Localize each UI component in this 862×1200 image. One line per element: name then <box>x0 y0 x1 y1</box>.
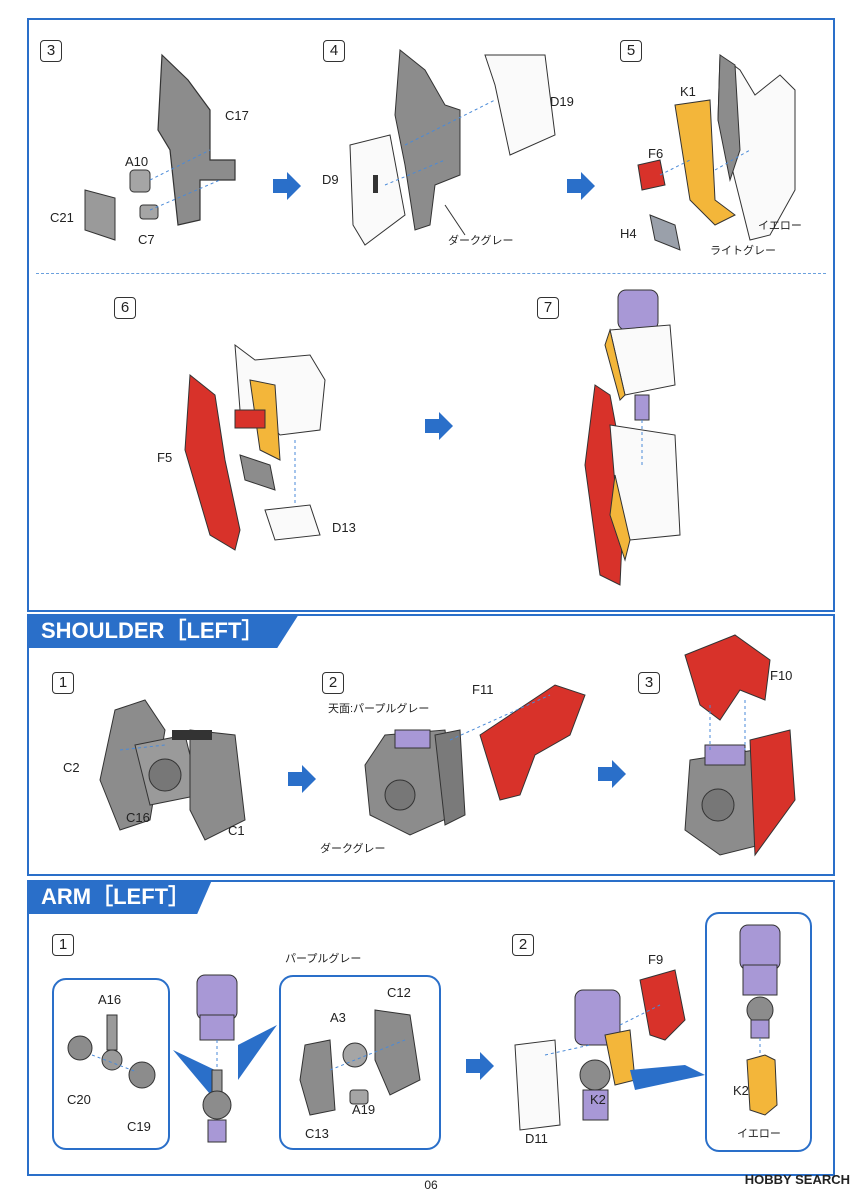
label-a19: A19 <box>352 1102 376 1117</box>
label-f9: F9 <box>648 952 664 967</box>
arm-inset-left-illustration <box>67 1014 156 1089</box>
label-yellow-5: イエロー <box>758 220 802 232</box>
step-7-illustration <box>584 289 681 586</box>
shoulder-step-2-illustration <box>364 684 586 836</box>
watermark-logo: HOBBY SEARCH <box>744 1172 850 1187</box>
label-c20: C20 <box>67 1092 91 1107</box>
step-3-number: 3 <box>40 40 62 62</box>
shoulder-step-3-illustration <box>684 634 796 857</box>
shoulder-arrow-2-to-3 <box>598 760 626 788</box>
step-3-illustration <box>84 53 236 241</box>
label-c2: C2 <box>63 760 80 775</box>
label-c19: C19 <box>127 1119 151 1134</box>
step-7-number: 7 <box>537 297 559 319</box>
label-dark-gray-shoulder: ダークグレー <box>320 843 386 855</box>
shoulder-step-3-number: 3 <box>638 672 660 694</box>
label-c17: C17 <box>225 108 249 123</box>
label-dark-gray-4: ダークグレー <box>448 235 514 247</box>
step-4-number: 4 <box>323 40 345 62</box>
label-f5: F5 <box>157 450 173 465</box>
step-divider <box>36 273 826 274</box>
arm-step-2-illustration <box>514 969 705 1131</box>
label-k2-main: K2 <box>590 1092 606 1107</box>
arm-step-2-inset-illustration <box>739 924 781 1116</box>
shoulder-step-2-number: 2 <box>322 672 344 694</box>
label-yellow-arm: イエロー <box>737 1128 781 1140</box>
shoulder-step-1-illustration <box>99 699 246 841</box>
step-5-number: 5 <box>620 40 642 62</box>
step-4-illustration <box>349 49 556 246</box>
page-number: 06 <box>424 1178 438 1192</box>
label-c13: C13 <box>305 1126 329 1141</box>
arrow-3-to-4 <box>273 172 301 200</box>
arm-inset-right-illustration <box>299 1009 421 1116</box>
label-c7: C7 <box>138 232 155 247</box>
shoulder-arrow-1-to-2 <box>288 765 316 793</box>
label-a10: A10 <box>125 154 149 169</box>
shoulder-section-title: SHOULDER［LEFT］ <box>27 614 299 648</box>
label-top-purple-gray: 天面:パープルグレー <box>328 703 430 715</box>
arm-section-title: ARM［LEFT］ <box>27 880 212 914</box>
label-f10: F10 <box>770 668 793 683</box>
step-6-illustration <box>184 343 326 551</box>
label-d9: D9 <box>322 172 339 187</box>
arrow-4-to-5 <box>567 172 595 200</box>
label-purple-gray-arm: パープルグレー <box>285 953 362 965</box>
label-c1: C1 <box>228 823 245 838</box>
label-c12: C12 <box>387 985 411 1000</box>
label-k1: K1 <box>680 84 696 99</box>
label-a16: A16 <box>98 992 122 1007</box>
label-c16: C16 <box>126 810 150 825</box>
label-f11: F11 <box>472 682 494 697</box>
label-d11: D11 <box>525 1131 548 1146</box>
label-d19: D19 <box>550 94 574 109</box>
step-5-illustration <box>637 54 796 251</box>
arm-step-2-number: 2 <box>512 934 534 956</box>
shoulder-step-1-number: 1 <box>52 672 74 694</box>
label-c21: C21 <box>50 210 74 225</box>
label-f6: F6 <box>648 146 664 161</box>
arm-arrow-1-to-2 <box>466 1052 494 1080</box>
arm-step-1-number: 1 <box>52 934 74 956</box>
arm-step-1-center-illustration <box>173 974 277 1143</box>
arrow-6-to-7 <box>425 412 453 440</box>
step-6-number: 6 <box>114 297 136 319</box>
label-light-gray: ライトグレー <box>710 245 776 257</box>
label-h4: H4 <box>620 226 637 241</box>
label-k2-inset: K2 <box>733 1083 749 1098</box>
label-a3: A3 <box>330 1010 346 1025</box>
label-d13: D13 <box>332 520 356 535</box>
